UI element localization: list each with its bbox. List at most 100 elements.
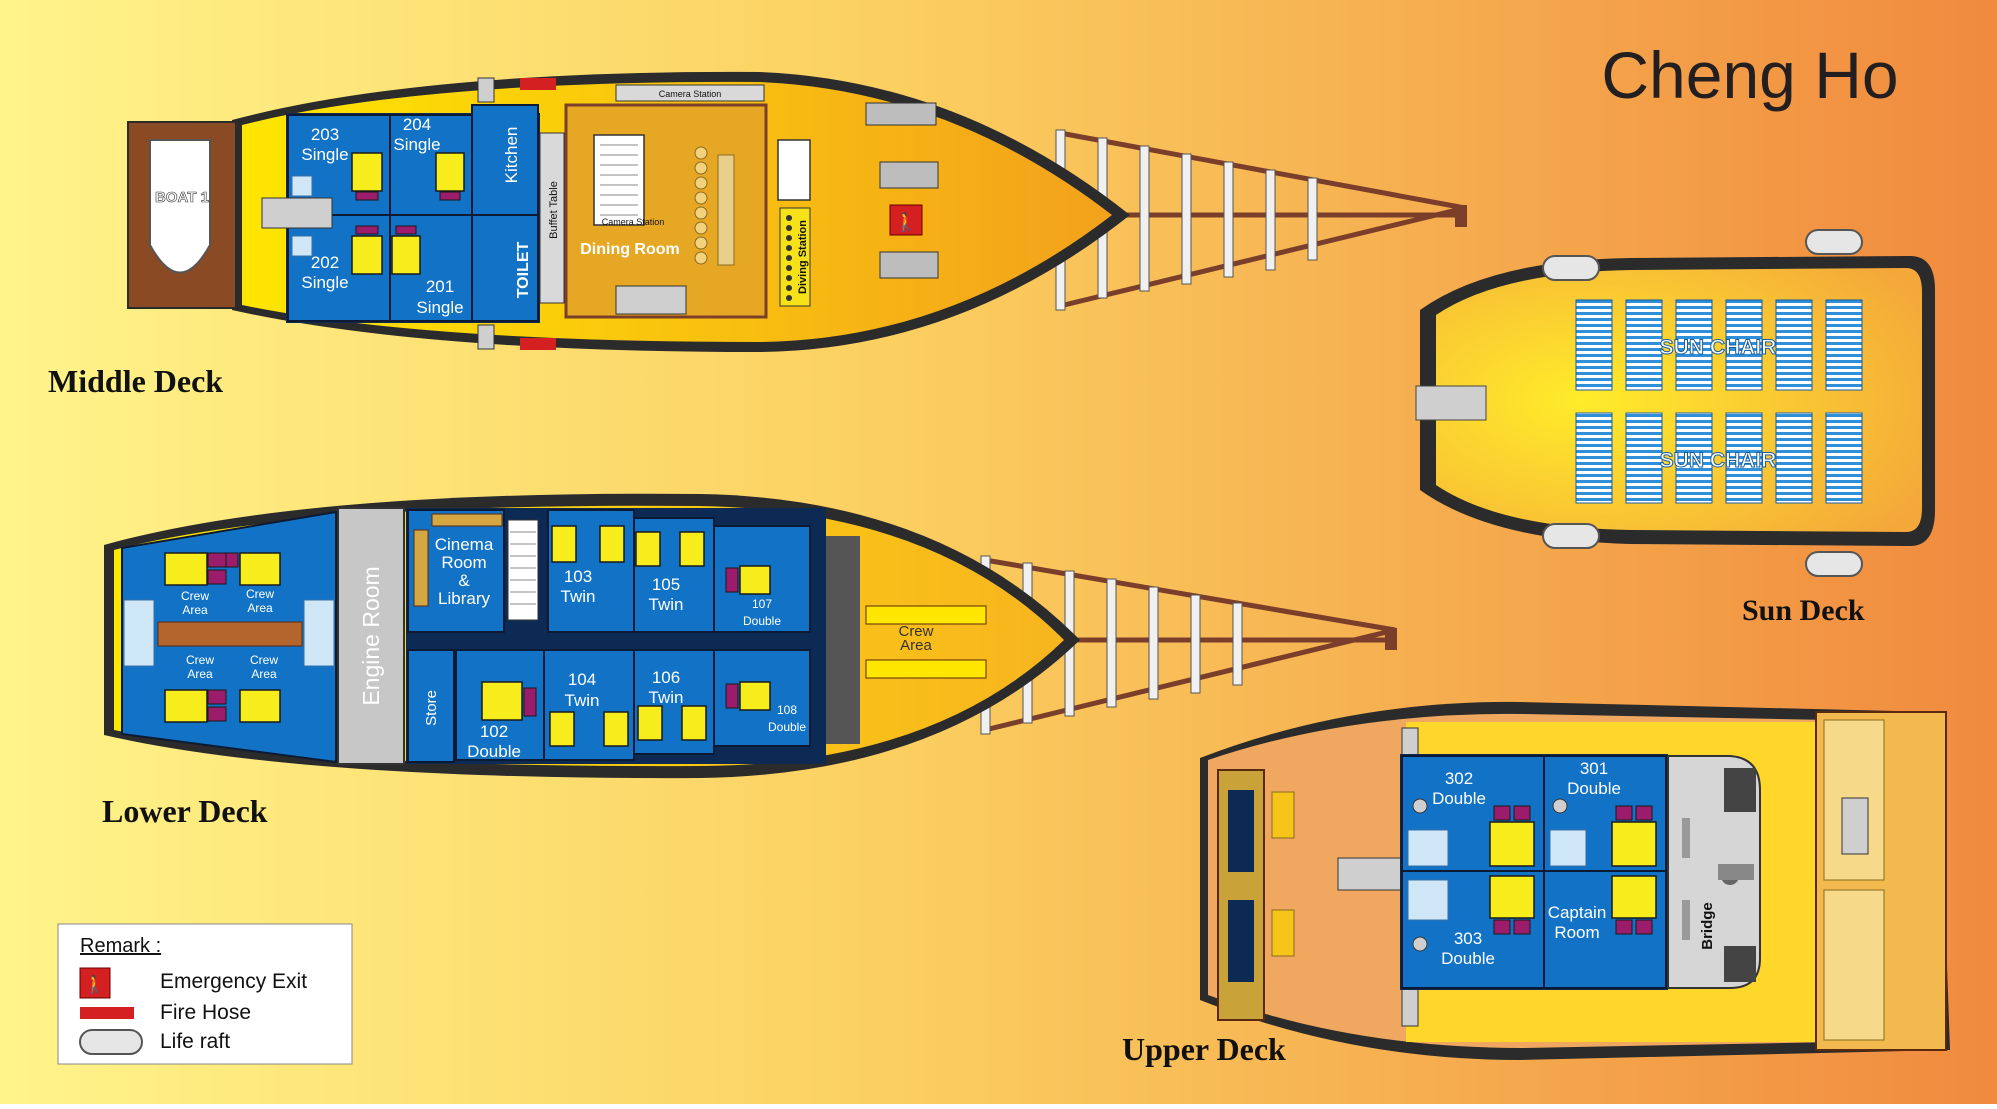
diving-stairs — [777, 139, 811, 201]
bed-303 — [1489, 875, 1535, 919]
bow-crew-label-2: Area — [900, 637, 932, 654]
legend-fire-hose: Fire Hose — [160, 1001, 251, 1024]
life-raft-icon — [1542, 523, 1600, 549]
sun-chairs-bottom — [1575, 412, 1863, 504]
kitchen-label: Kitchen — [502, 127, 521, 184]
crew-area-1-line-2: Area — [182, 603, 208, 617]
cabin-104-number: 104 — [568, 670, 596, 689]
dining-table — [717, 154, 735, 266]
shower-301 — [1549, 829, 1587, 867]
life-raft-icon — [79, 1029, 143, 1055]
cabin-301-number: 301 — [1580, 759, 1608, 778]
camera-station-label-1: Camera Station — [659, 89, 722, 99]
basin-303 — [1412, 936, 1428, 952]
bench-bar-3 — [879, 251, 939, 279]
cinema-screen — [413, 529, 429, 607]
bed-104a — [549, 711, 575, 747]
bridge-console-1 — [1724, 768, 1756, 812]
bench-bar-1 — [865, 102, 937, 126]
life-raft-icon — [1805, 229, 1863, 255]
cinema-label-4: Library — [438, 589, 490, 608]
sun-stairs — [1415, 385, 1487, 421]
bridge-console-2 — [1724, 946, 1756, 982]
life-raft-icon — [1805, 551, 1863, 577]
bed-106a — [637, 705, 663, 741]
upper-table-1 — [1271, 791, 1295, 839]
cabin-104-type: Twin — [565, 691, 600, 710]
sun-deck: SUN CHAIR SUN CHAIR Sun Deck — [1415, 229, 1935, 627]
bridge-label: Bridge — [1699, 902, 1716, 950]
svg-text:🚶: 🚶 — [84, 974, 105, 994]
engine-room — [337, 507, 405, 765]
sun-deck-title: Sun Deck — [1742, 594, 1865, 627]
bow-stairs — [865, 605, 987, 625]
kitchen — [471, 104, 539, 216]
captain-room-label-1: Captain — [1548, 903, 1607, 922]
life-raft-icon — [1542, 255, 1600, 281]
engine-room-label: Engine Room — [358, 566, 384, 705]
basin-302 — [1412, 798, 1428, 814]
upper-bench-seat-2 — [1228, 900, 1254, 982]
fire-hose-icon — [520, 338, 556, 350]
bow-crew-label-1: Crew — [898, 623, 933, 640]
dining-room-label: Dining Room — [580, 241, 680, 258]
stairs-dining — [593, 134, 645, 226]
cabin-108-number: 108 — [777, 703, 797, 717]
crew-bed-4 — [239, 689, 281, 723]
crew-area-4-line-2: Area — [251, 667, 277, 681]
upper-table-2 — [1271, 909, 1295, 957]
camera-station — [615, 84, 765, 102]
crew-table — [157, 621, 303, 647]
crew-area-1-line-1: Crew — [181, 589, 209, 603]
bench-bar-2 — [879, 161, 939, 189]
toilet-label: TOILET — [515, 241, 532, 298]
cabin-106-number: 106 — [652, 668, 680, 687]
sun-chair-label-2: SUN CHAIR — [1660, 449, 1777, 472]
bed-106b — [681, 705, 707, 741]
bed-302 — [1489, 821, 1535, 867]
cabin-302-type: Double — [1432, 789, 1486, 808]
bed-201 — [391, 235, 421, 275]
fire-hose-icon — [80, 1007, 134, 1019]
bridge-panel-1 — [1682, 818, 1690, 858]
sun-chair-label-1: SUN CHAIR — [1660, 336, 1777, 359]
library-shelf — [431, 513, 503, 527]
cabin-105-number: 105 — [652, 575, 680, 594]
crew-area-2-line-1: Crew — [246, 587, 274, 601]
crew-bed-1 — [164, 552, 208, 586]
bridge — [1667, 755, 1761, 989]
stern-deck-2 — [1823, 889, 1885, 1041]
legend-life-raft: Life raft — [160, 1030, 230, 1053]
diving-station-label: Diving Station — [797, 220, 809, 294]
crew-bed-2 — [239, 552, 281, 586]
dining-stairs — [615, 285, 687, 315]
upper-deck-title: Upper Deck — [1122, 1031, 1286, 1067]
cabin-201-number: 201 — [426, 277, 454, 296]
cabin-103-type: Twin — [561, 587, 596, 606]
emergency-exit-icon — [79, 967, 111, 999]
cabin-204-number: 204 — [403, 115, 431, 134]
buffet-label: Buffet Table — [548, 181, 560, 239]
bed-105a — [635, 531, 661, 567]
cabin-301-type: Double — [1567, 779, 1621, 798]
cabin-107-number: 107 — [752, 597, 772, 611]
camera-station-label-2: Camera Station — [602, 217, 665, 227]
lower-stairs — [507, 519, 539, 621]
legend-emergency-exit: Emergency Exit — [160, 970, 307, 993]
lifeboat — [149, 139, 211, 274]
bow-stairs — [865, 659, 987, 679]
lower-deck-title: Lower Deck — [102, 793, 268, 829]
crew-bed-3 — [164, 689, 208, 723]
bed-301 — [1611, 821, 1657, 867]
cabin-202-number: 202 — [311, 253, 339, 272]
middle-stairs — [261, 197, 333, 229]
crew-area-3-line-1: Crew — [186, 653, 214, 667]
legend: Remark : 🚶 Emergency Exit Fire Hose Life… — [57, 923, 353, 1065]
shower-303 — [1407, 879, 1449, 921]
bed-103b — [599, 525, 625, 563]
fire-hose-icon — [520, 78, 556, 90]
cinema-label-2: Room — [441, 553, 486, 572]
stern-ladder — [1841, 797, 1869, 855]
bed-108 — [739, 681, 771, 711]
